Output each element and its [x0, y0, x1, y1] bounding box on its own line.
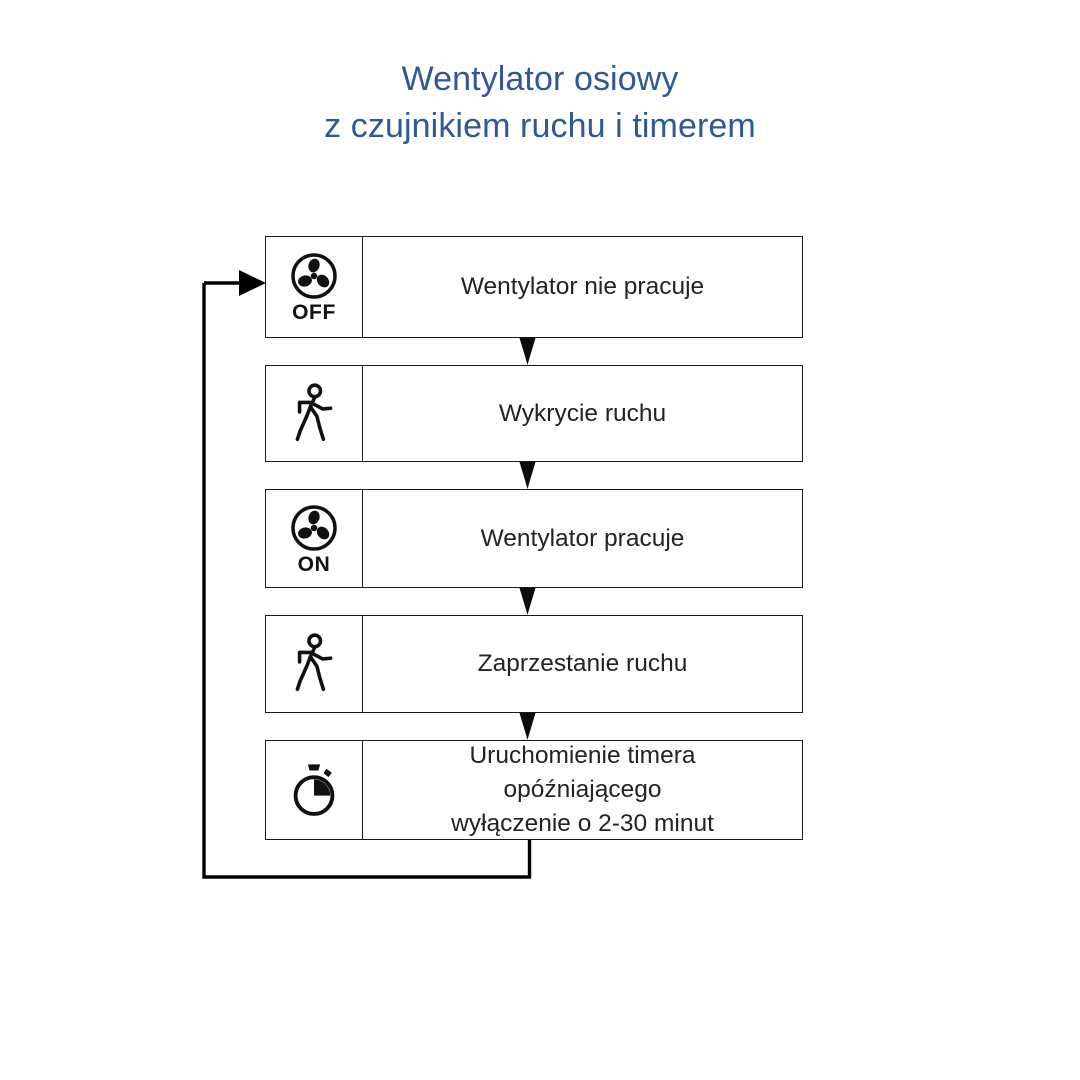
down-arrow-1: [519, 338, 536, 365]
flow-step-4[interactable]: Zaprzestanie ruchu: [265, 615, 803, 713]
down-arrow-4: [519, 713, 536, 740]
flow-step-5[interactable]: Uruchomienie timera opóźniającego wyłącz…: [265, 740, 803, 840]
down-arrow-3: [519, 588, 536, 615]
stopwatch-icon: [286, 761, 342, 819]
flow-step-3-label-cell: Wentylator pracuje: [363, 490, 802, 587]
walking-person-icon: [290, 633, 338, 695]
flow-step-4-label-cell: Zaprzestanie ruchu: [363, 616, 802, 712]
down-arrow-2: [519, 462, 536, 489]
flow-step-3-label-line-1: Wentylator pracuje: [480, 524, 685, 552]
flow-step-1[interactable]: OFF Wentylator nie pracuje: [265, 236, 803, 338]
flow-step-5-label-line-2: opóźniającego: [503, 776, 662, 803]
flow-step-1-label-cell: Wentylator nie pracuje: [363, 237, 802, 337]
flow-step-3-icon-cell: ON: [266, 490, 363, 587]
fan-off-state-label: OFF: [292, 301, 336, 324]
walking-person-icon: [290, 382, 338, 445]
fan-on-icon: [289, 503, 339, 553]
flow-step-2[interactable]: Wykrycie ruchu: [265, 365, 803, 462]
page-title-line-2: z czujnikiem ruchu i timerem: [324, 107, 756, 145]
flow-step-4-label-line-1: Zaprzestanie ruchu: [477, 650, 688, 677]
fan-off-icon: [289, 251, 339, 301]
flow-step-3[interactable]: ON Wentylator pracuje: [265, 489, 803, 588]
flow-step-5-label-line-3: wyłączenie o 2-30 minut: [451, 810, 714, 837]
page-title: Wentylator osiowy z czujnikiem ruchu i t…: [0, 56, 1080, 150]
flow-step-5-label-cell: Uruchomienie timera opóźniającego wyłącz…: [363, 741, 802, 839]
flow-step-2-icon-cell: [266, 366, 363, 461]
fan-on-state-label: ON: [297, 552, 331, 576]
page-title-line-1: Wentylator osiowy: [401, 60, 679, 98]
flow-step-5-icon-cell: [266, 741, 363, 839]
flow-step-2-label-cell: Wykrycie ruchu: [363, 366, 802, 461]
flow-step-2-label-line-1: Wykrycie ruchu: [498, 399, 667, 427]
flow-step-4-icon-cell: [266, 616, 363, 712]
flow-step-5-label-line-1: Uruchomienie timera: [469, 742, 696, 769]
flow-step-1-icon-cell: OFF: [266, 237, 363, 337]
flow-step-1-label-line-1: Wentylator nie pracuje: [460, 273, 705, 300]
